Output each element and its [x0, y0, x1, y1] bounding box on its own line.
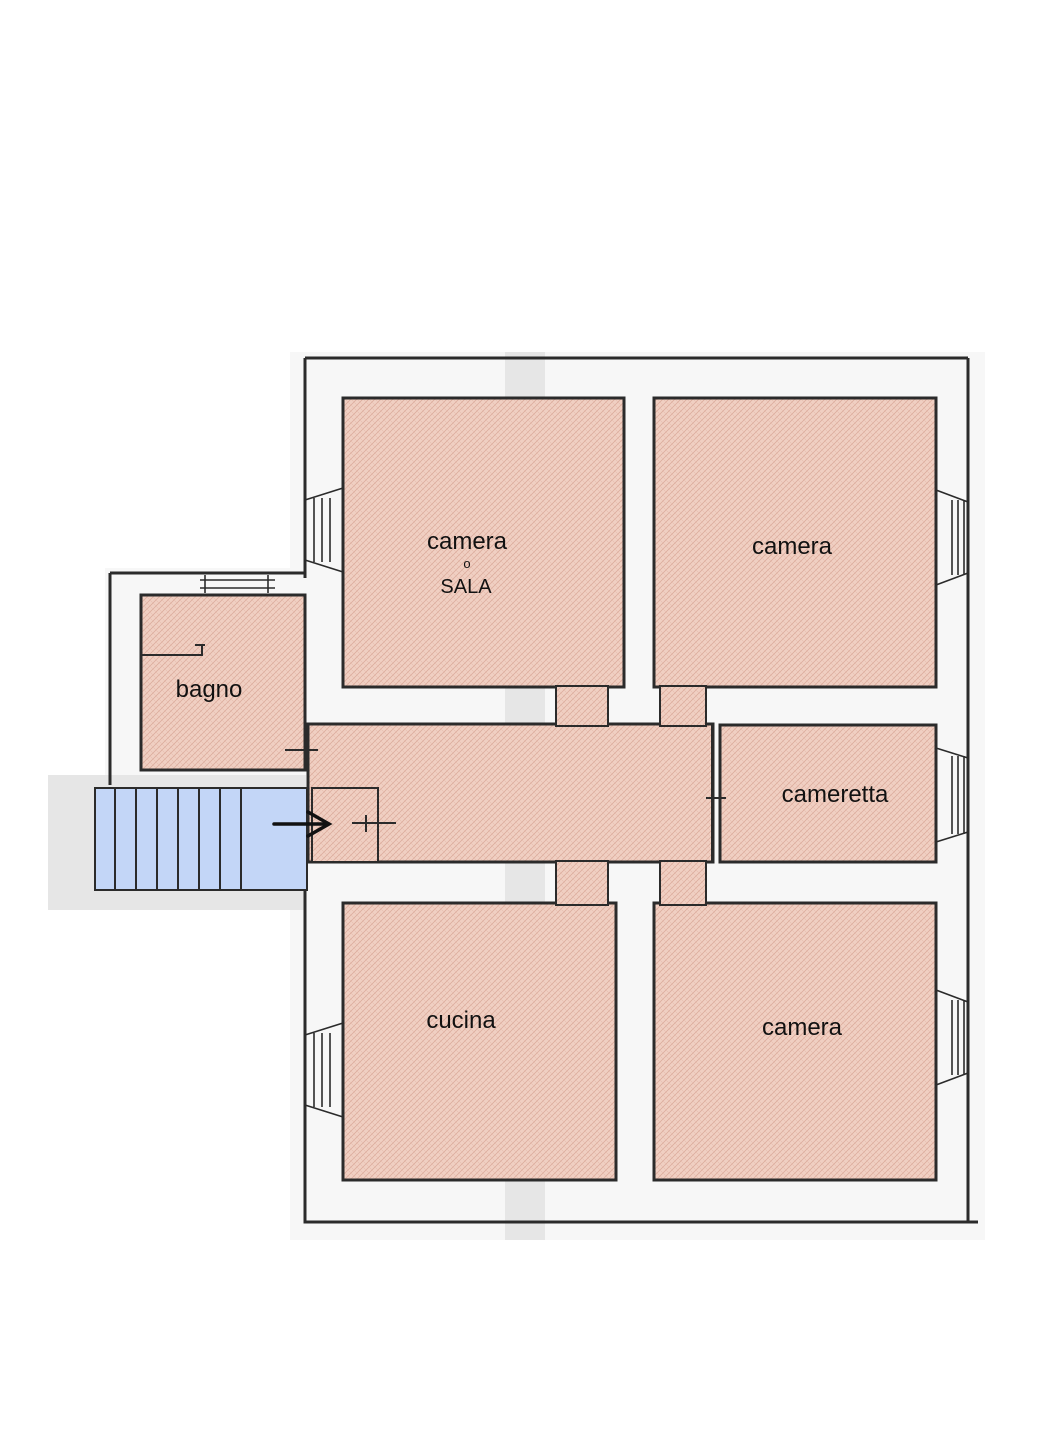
- stairs-icon: [94, 787, 308, 891]
- label-cameretta: cameretta: [782, 781, 889, 808]
- arrow-right-icon: [272, 810, 333, 838]
- label-sala-connector: o: [463, 556, 470, 571]
- doorway-sala: [555, 685, 609, 727]
- window-camera-bottom-right: [935, 989, 969, 1086]
- doorway-camera-top: [659, 685, 707, 727]
- window-cucina-left: [304, 1022, 344, 1118]
- label-sala-sublabel: SALA: [440, 576, 492, 598]
- room-camera-top: [652, 396, 938, 689]
- window-sala-left: [304, 487, 344, 573]
- outer-walls: [108, 356, 978, 1224]
- window-cameretta-right: [935, 747, 969, 843]
- stairs-area: [94, 787, 308, 891]
- label-cucina: cucina: [426, 1007, 496, 1034]
- room-cameretta: [718, 723, 938, 864]
- window-camera-top-right: [935, 489, 969, 586]
- label-camera-top: camera: [752, 533, 833, 560]
- room-bagno: [139, 593, 307, 772]
- label-bagno: bagno: [176, 676, 243, 703]
- doorway-cucina: [555, 860, 609, 906]
- label-camera-bottom: camera: [762, 1014, 843, 1041]
- doorway-camera-bottom: [659, 860, 707, 906]
- label-sala: camera: [427, 528, 508, 555]
- window-bagno-top: [200, 575, 275, 593]
- room-cucina: [341, 901, 618, 1182]
- room-camera-bottom: [652, 901, 938, 1182]
- room-sala: [341, 396, 626, 689]
- door-marks: [140, 644, 726, 862]
